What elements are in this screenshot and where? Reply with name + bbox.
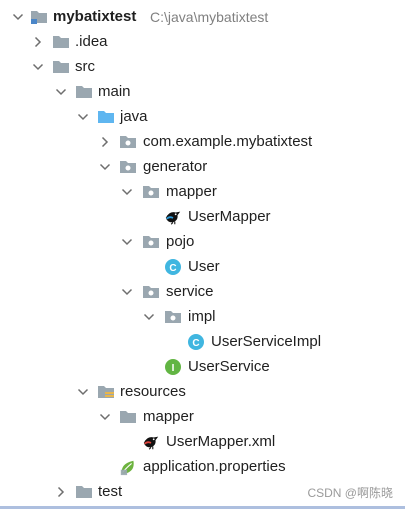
- tree-root-row[interactable]: mybatixtest C:\java\mybatixtest: [0, 4, 405, 29]
- mybatis-xml-icon: [142, 433, 160, 451]
- folder-icon: [75, 83, 93, 101]
- tree-item-mapper-package[interactable]: mapper: [0, 179, 405, 204]
- chevron-down-icon[interactable]: [10, 9, 26, 25]
- tree-item-label: mapper: [143, 407, 194, 425]
- tree-item-label: .idea: [75, 32, 108, 50]
- mybatis-bird-icon: [164, 208, 182, 226]
- folder-icon: [75, 483, 93, 501]
- tree-item-label: generator: [143, 157, 208, 175]
- tree-item-label: UserService: [188, 357, 270, 375]
- tree-item-java[interactable]: java: [0, 104, 405, 129]
- package-icon: [164, 308, 182, 326]
- tree-item-label: java: [120, 107, 148, 125]
- tree-item-impl[interactable]: impl: [0, 304, 405, 329]
- tree-item-label: pojo: [166, 232, 195, 250]
- tree-item-service[interactable]: service: [0, 279, 405, 304]
- tree-item-test[interactable]: test: [0, 479, 405, 504]
- tree-item-label: UserMapper: [188, 207, 271, 225]
- svg-text:C: C: [169, 263, 176, 274]
- package-icon: [119, 158, 137, 176]
- chevron-right-icon[interactable]: [30, 34, 46, 50]
- chevron-down-icon[interactable]: [97, 409, 113, 425]
- tree-item-usermapper-xml[interactable]: UserMapper.xml: [0, 429, 405, 454]
- tree-item-label: application.properties: [143, 457, 286, 475]
- chevron-down-icon[interactable]: [53, 84, 69, 100]
- class-icon: C: [164, 258, 182, 276]
- tree-item-label: User: [188, 257, 220, 275]
- tree-item-label: resources: [120, 382, 186, 400]
- tree-item-label: mapper: [166, 182, 217, 200]
- tree-item-pojo[interactable]: pojo: [0, 229, 405, 254]
- folder-icon: [52, 58, 70, 76]
- tree-item-userservice[interactable]: I UserService: [0, 354, 405, 379]
- tree-item-application-properties[interactable]: application.properties: [0, 454, 405, 479]
- resources-folder-icon: [97, 383, 115, 401]
- tree-item-generator[interactable]: generator: [0, 154, 405, 179]
- watermark: CSDN @啊陈晓: [307, 486, 393, 500]
- tree-item-label: UserMapper.xml: [166, 432, 276, 450]
- package-icon: [142, 283, 160, 301]
- project-path: C:\java\mybatixtest: [150, 8, 269, 25]
- module-folder-icon: [30, 8, 48, 26]
- project-name: mybatixtest: [53, 7, 137, 25]
- chevron-down-icon[interactable]: [141, 309, 157, 325]
- tree-item-label: src: [75, 57, 95, 75]
- tree-item-label: UserServiceImpl: [211, 332, 322, 350]
- package-icon: [142, 233, 160, 251]
- bottom-border: [0, 506, 405, 509]
- tree-item-main[interactable]: main: [0, 79, 405, 104]
- tree-item-com-example[interactable]: com.example.mybatixtest: [0, 129, 405, 154]
- package-icon: [142, 183, 160, 201]
- chevron-down-icon[interactable]: [119, 284, 135, 300]
- tree-item-resources[interactable]: resources: [0, 379, 405, 404]
- spring-leaf-icon: [119, 458, 137, 476]
- tree-item-mapper-folder[interactable]: mapper: [0, 404, 405, 429]
- chevron-down-icon[interactable]: [119, 184, 135, 200]
- chevron-right-icon[interactable]: [97, 134, 113, 150]
- folder-icon: [119, 408, 137, 426]
- tree-item-label: main: [98, 82, 131, 100]
- chevron-down-icon[interactable]: [75, 384, 91, 400]
- package-icon: [119, 133, 137, 151]
- folder-icon: [52, 33, 70, 51]
- chevron-right-icon[interactable]: [53, 484, 69, 500]
- tree-item-user[interactable]: C User: [0, 254, 405, 279]
- tree-item-label: impl: [188, 307, 216, 325]
- svg-text:C: C: [192, 338, 199, 349]
- svg-text:I: I: [172, 363, 175, 374]
- class-icon: C: [187, 333, 205, 351]
- chevron-down-icon[interactable]: [97, 159, 113, 175]
- chevron-down-icon[interactable]: [75, 109, 91, 125]
- chevron-down-icon[interactable]: [119, 234, 135, 250]
- chevron-down-icon[interactable]: [30, 59, 46, 75]
- tree-item-label: service: [166, 282, 214, 300]
- tree-item-label: test: [98, 482, 123, 500]
- source-folder-icon: [97, 108, 115, 126]
- tree-item-src[interactable]: src: [0, 54, 405, 79]
- tree-item-userserviceimpl[interactable]: C UserServiceImpl: [0, 329, 405, 354]
- tree-item-usermapper[interactable]: UserMapper: [0, 204, 405, 229]
- interface-icon: I: [164, 358, 182, 376]
- tree-item-label: com.example.mybatixtest: [143, 132, 313, 150]
- tree-item-idea[interactable]: .idea: [0, 29, 405, 54]
